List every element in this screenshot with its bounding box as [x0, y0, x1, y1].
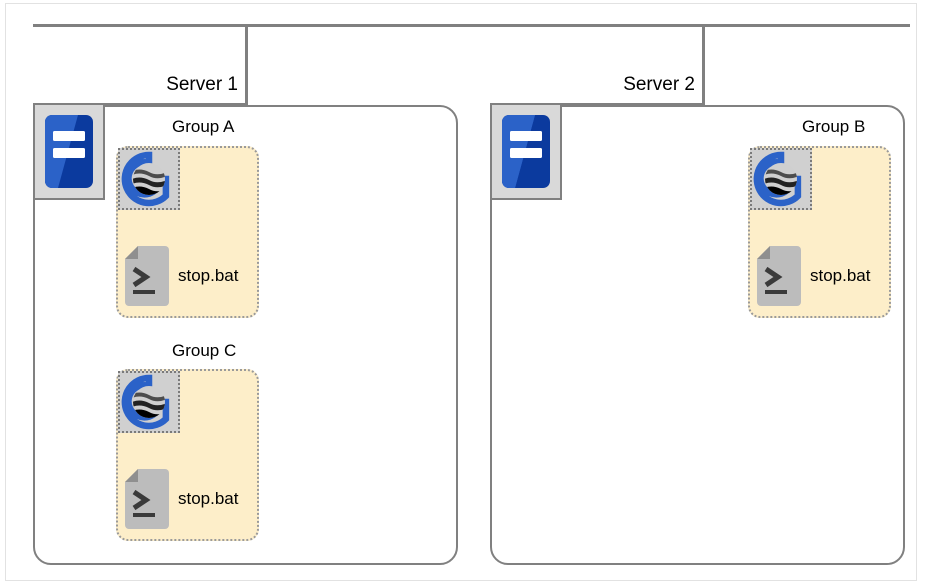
group-b-app-chip[interactable]	[750, 148, 812, 210]
network-bus-line	[33, 24, 910, 27]
server-1-label: Server 1	[166, 74, 238, 95]
server-2-tab-underline	[490, 103, 703, 106]
group-c-app-chip[interactable]	[118, 371, 180, 433]
server-2-icon-chip[interactable]	[490, 103, 562, 200]
bat-file-icon	[125, 246, 169, 306]
group-a-app-chip[interactable]	[118, 148, 180, 210]
group-a-file-row[interactable]: stop.bat	[124, 245, 239, 307]
globe-service-icon	[753, 151, 802, 207]
group-a-file-name: stop.bat	[178, 266, 239, 285]
server-icon	[45, 115, 93, 188]
group-c-file-name: stop.bat	[178, 489, 239, 508]
server-1-drop-line	[245, 24, 248, 105]
group-a-label: Group A	[172, 117, 235, 136]
server-1-tab-underline	[33, 103, 246, 106]
bat-file-icon	[757, 246, 801, 306]
server-2-drop-line	[702, 24, 705, 105]
bat-file-icon	[125, 469, 169, 529]
server-icon	[502, 115, 550, 188]
group-c-file-row[interactable]: stop.bat	[124, 468, 239, 530]
server-2-label: Server 2	[623, 74, 695, 95]
group-b-label: Group B	[802, 117, 866, 136]
globe-service-icon	[121, 374, 170, 430]
globe-service-icon	[121, 151, 170, 207]
page-border	[5, 3, 917, 581]
group-b-file-row[interactable]: stop.bat	[756, 245, 871, 307]
server-1-icon-chip[interactable]	[33, 103, 105, 200]
group-b-file-name: stop.bat	[810, 266, 871, 285]
group-c-label: Group C	[172, 341, 237, 360]
